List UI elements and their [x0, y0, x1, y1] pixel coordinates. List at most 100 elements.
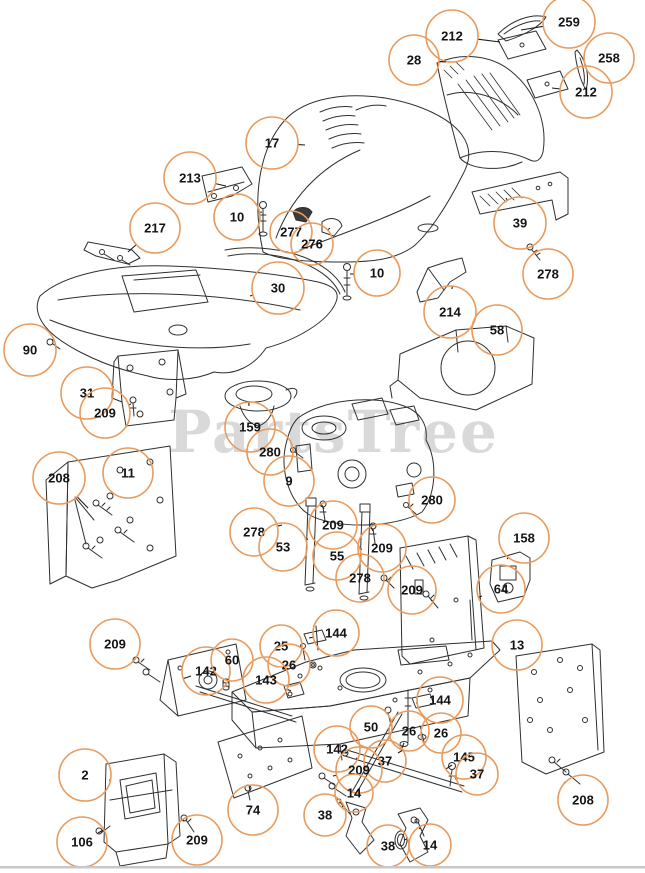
callout-212[interactable]: 212: [425, 9, 501, 63]
callout-ring[interactable]: [416, 676, 464, 724]
callout-ring[interactable]: [181, 646, 231, 696]
callout-10[interactable]: 10: [213, 193, 263, 241]
callout-ring[interactable]: [583, 32, 635, 84]
callout-39[interactable]: 39: [493, 196, 547, 250]
callout-278[interactable]: 278: [522, 248, 574, 300]
callout-ring[interactable]: [491, 619, 543, 671]
callout-38[interactable]: 38: [366, 824, 410, 868]
callout-212[interactable]: 212: [551, 65, 613, 119]
callout-ring[interactable]: [476, 564, 526, 614]
callout-ring[interactable]: [408, 476, 456, 524]
callout-ring[interactable]: [251, 261, 305, 315]
callout-142[interactable]: 142: [181, 646, 231, 696]
callout-ring[interactable]: [79, 387, 131, 439]
callout-208[interactable]: 208: [557, 774, 609, 826]
callout-ring[interactable]: [259, 624, 303, 668]
callout-50[interactable]: 50: [349, 705, 393, 749]
callout-158[interactable]: 158: [498, 512, 550, 564]
callout-ring[interactable]: [441, 734, 487, 780]
callout-209[interactable]: 209: [79, 387, 132, 439]
callout-214[interactable]: 214: [423, 285, 477, 339]
callout-ring[interactable]: [129, 202, 181, 254]
callout-10[interactable]: 10: [349, 249, 401, 297]
callout-ring[interactable]: [58, 748, 112, 802]
callout-259[interactable]: 259: [520, 0, 596, 49]
callout-64[interactable]: 64: [476, 564, 526, 614]
callout-37[interactable]: 37: [454, 752, 499, 796]
callout-74[interactable]: 74: [227, 784, 279, 836]
callout-ring[interactable]: [89, 618, 141, 670]
callout-217[interactable]: 217: [127, 202, 181, 254]
callout-ring[interactable]: [388, 710, 430, 752]
callout-ring[interactable]: [312, 531, 362, 581]
callout-ring[interactable]: [335, 553, 385, 603]
callout-ring[interactable]: [542, 0, 596, 49]
callout-276[interactable]: 276: [290, 222, 334, 266]
callout-209[interactable]: 209: [357, 523, 407, 573]
callout-ring[interactable]: [102, 447, 154, 499]
callout-38[interactable]: 38: [303, 793, 347, 837]
callout-106[interactable]: 106: [56, 816, 108, 868]
callout-ring[interactable]: [303, 793, 347, 837]
callout-ring[interactable]: [290, 222, 334, 266]
callout-213[interactable]: 213: [163, 151, 227, 205]
callout-ring[interactable]: [224, 401, 276, 453]
callout-ring[interactable]: [522, 248, 574, 300]
callout-55[interactable]: 55: [312, 531, 363, 581]
callout-209[interactable]: 209: [89, 618, 141, 670]
callout-90[interactable]: 90: [3, 323, 57, 377]
callout-ring[interactable]: [357, 523, 407, 573]
callout-11[interactable]: 11: [102, 447, 154, 499]
callout-ring[interactable]: [388, 34, 440, 86]
callout-14[interactable]: 14: [334, 773, 374, 813]
callout-ring[interactable]: [349, 705, 393, 749]
callout-277[interactable]: 277: [269, 210, 313, 254]
callout-278[interactable]: 278: [229, 507, 283, 557]
callout-ring[interactable]: [455, 752, 499, 796]
callout-53[interactable]: 53: [258, 522, 309, 572]
callout-ring[interactable]: [313, 725, 361, 773]
callout-ring[interactable]: [32, 451, 86, 505]
callout-ring[interactable]: [557, 774, 609, 826]
callout-209[interactable]: 209: [171, 814, 223, 866]
callout-ring[interactable]: [308, 500, 358, 550]
callout-ring[interactable]: [213, 193, 261, 241]
callout-60[interactable]: 60: [210, 638, 254, 682]
callout-ring[interactable]: [420, 712, 462, 754]
callout-26[interactable]: 26: [388, 710, 430, 752]
callout-ring[interactable]: [493, 196, 547, 250]
callout-ring[interactable]: [387, 565, 437, 615]
callout-14[interactable]: 14: [408, 823, 452, 867]
callout-ring[interactable]: [245, 116, 299, 170]
callout-ring[interactable]: [227, 784, 279, 836]
callout-ring[interactable]: [363, 739, 407, 783]
callout-ring[interactable]: [242, 656, 290, 704]
callout-ring[interactable]: [423, 285, 477, 339]
callout-144[interactable]: 144: [415, 676, 464, 724]
callout-26[interactable]: 26: [420, 712, 462, 754]
callout-280[interactable]: 280: [246, 428, 294, 476]
callout-143[interactable]: 143: [242, 656, 292, 704]
callout-13[interactable]: 13: [491, 619, 543, 671]
callout-142[interactable]: 142: [313, 725, 361, 773]
callout-ring[interactable]: [471, 304, 523, 356]
callout-ring[interactable]: [3, 323, 57, 377]
callout-ring[interactable]: [263, 455, 315, 507]
callout-ring[interactable]: [210, 638, 254, 682]
callout-ring[interactable]: [163, 151, 217, 205]
callout-ring[interactable]: [246, 428, 294, 476]
callout-2[interactable]: 2: [58, 748, 112, 802]
callout-28[interactable]: 28: [388, 34, 447, 86]
callout-ring[interactable]: [559, 65, 613, 119]
callout-9[interactable]: 9: [263, 455, 315, 507]
callout-ring[interactable]: [171, 814, 223, 866]
callout-31[interactable]: 31: [60, 366, 115, 420]
callout-ring[interactable]: [60, 366, 114, 420]
callout-258[interactable]: 258: [583, 32, 635, 84]
callout-208[interactable]: 208: [32, 451, 89, 509]
callout-ring[interactable]: [229, 507, 279, 557]
callout-ring[interactable]: [498, 512, 550, 564]
callout-209[interactable]: 209: [387, 565, 437, 615]
callout-30[interactable]: 30: [249, 261, 305, 315]
callout-ring[interactable]: [312, 609, 360, 657]
